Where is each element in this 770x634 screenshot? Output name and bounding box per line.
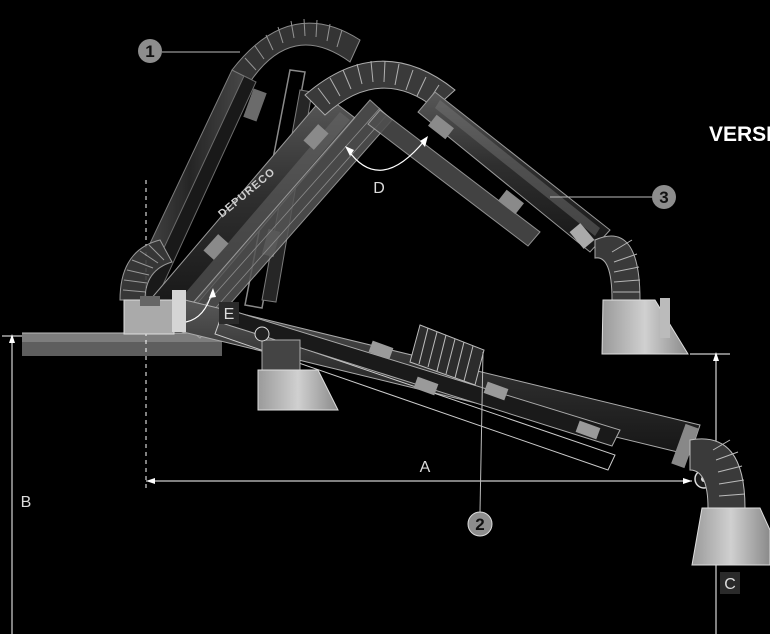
angle-d-arc [345,136,428,171]
callout-1-marker: 1 [138,39,162,63]
callout-2-label: 2 [475,515,484,534]
dimension-b-line [2,334,22,634]
callout-2-marker: 2 [467,511,493,537]
dimension-c-tag: C [720,572,740,594]
callout-3-label: 3 [659,188,668,207]
callout-1-label: 1 [145,42,154,61]
callout-3-marker: 3 [652,185,676,209]
version-title: VERSIU [709,123,770,146]
angle-d-label: D [373,180,385,197]
wall-mount-plate [22,332,222,356]
base-swivel [123,290,186,335]
dimension-b-label: B [21,494,32,511]
angle-e-label: E [224,306,235,323]
angle-e-tag: E [219,302,239,324]
dimension-a-line [145,180,692,490]
extended-arm-lower [174,299,770,566]
dimension-a-label: A [420,459,431,476]
callout-2-leader [479,351,484,513]
dimension-c-label: C [724,576,736,593]
angle-e-arc [185,288,216,323]
extended-arm-upper [149,60,689,355]
